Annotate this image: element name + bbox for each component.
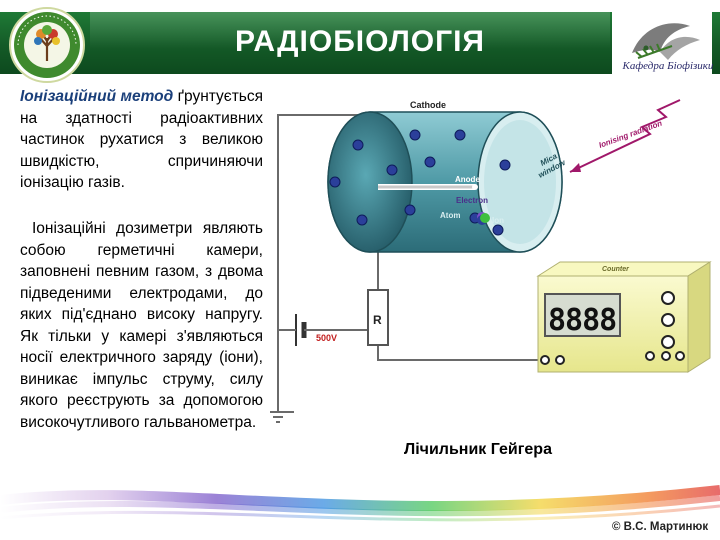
ground-symbol (270, 411, 286, 423)
page-title: РАДІОБІОЛОГІЯ (235, 25, 485, 58)
voltage-label: 500V (316, 333, 337, 343)
radiation-arrow (569, 99, 681, 173)
header-shine (90, 12, 610, 74)
gas-atoms (329, 129, 511, 236)
geiger-tube (327, 111, 563, 253)
institute-logo (9, 7, 85, 83)
rainbow-wave-decoration (0, 485, 720, 522)
resistor (367, 289, 389, 346)
counter-display: 8888 (548, 303, 616, 338)
department-logo (612, 8, 712, 86)
radiation-label: Ionising radiation (598, 119, 664, 150)
counter-device (536, 261, 712, 373)
diagram-caption: Лічильник Гейгера (404, 441, 552, 458)
dosimeter-paragraph: Іонізаційні дозиметри являють собою герм… (20, 220, 263, 431)
ionization-method-paragraph: Іонізаційний метод ґрунтується на здатно… (20, 86, 263, 194)
counter-label: Counter (602, 266, 630, 273)
ion-label: Ion (492, 216, 504, 225)
ionization-method-term: Іонізаційний метод (20, 88, 174, 105)
atom-label: Atom (440, 211, 460, 220)
geiger-counter-diagram: Cathode Anode Electron Atom Ion Mica win… (270, 99, 712, 423)
resistor-label: R (373, 313, 382, 327)
cathode-label: Cathode (410, 100, 446, 110)
ion (480, 213, 490, 223)
header-band (0, 12, 720, 74)
header-bar: РАДІОБІОЛОГІЯ (0, 12, 720, 74)
ionization-method-text: ґрунтується на здатності радіоактивних ч… (20, 88, 264, 191)
radiation-arrow-head (570, 163, 581, 172)
department-logo-caption: Кафедра Біофізики (622, 60, 714, 72)
copyright-notice: © В.С. Мартинюк (612, 521, 709, 533)
battery (278, 314, 316, 346)
anode-label: Anode (455, 175, 480, 184)
electron-label: Electron (456, 196, 488, 205)
